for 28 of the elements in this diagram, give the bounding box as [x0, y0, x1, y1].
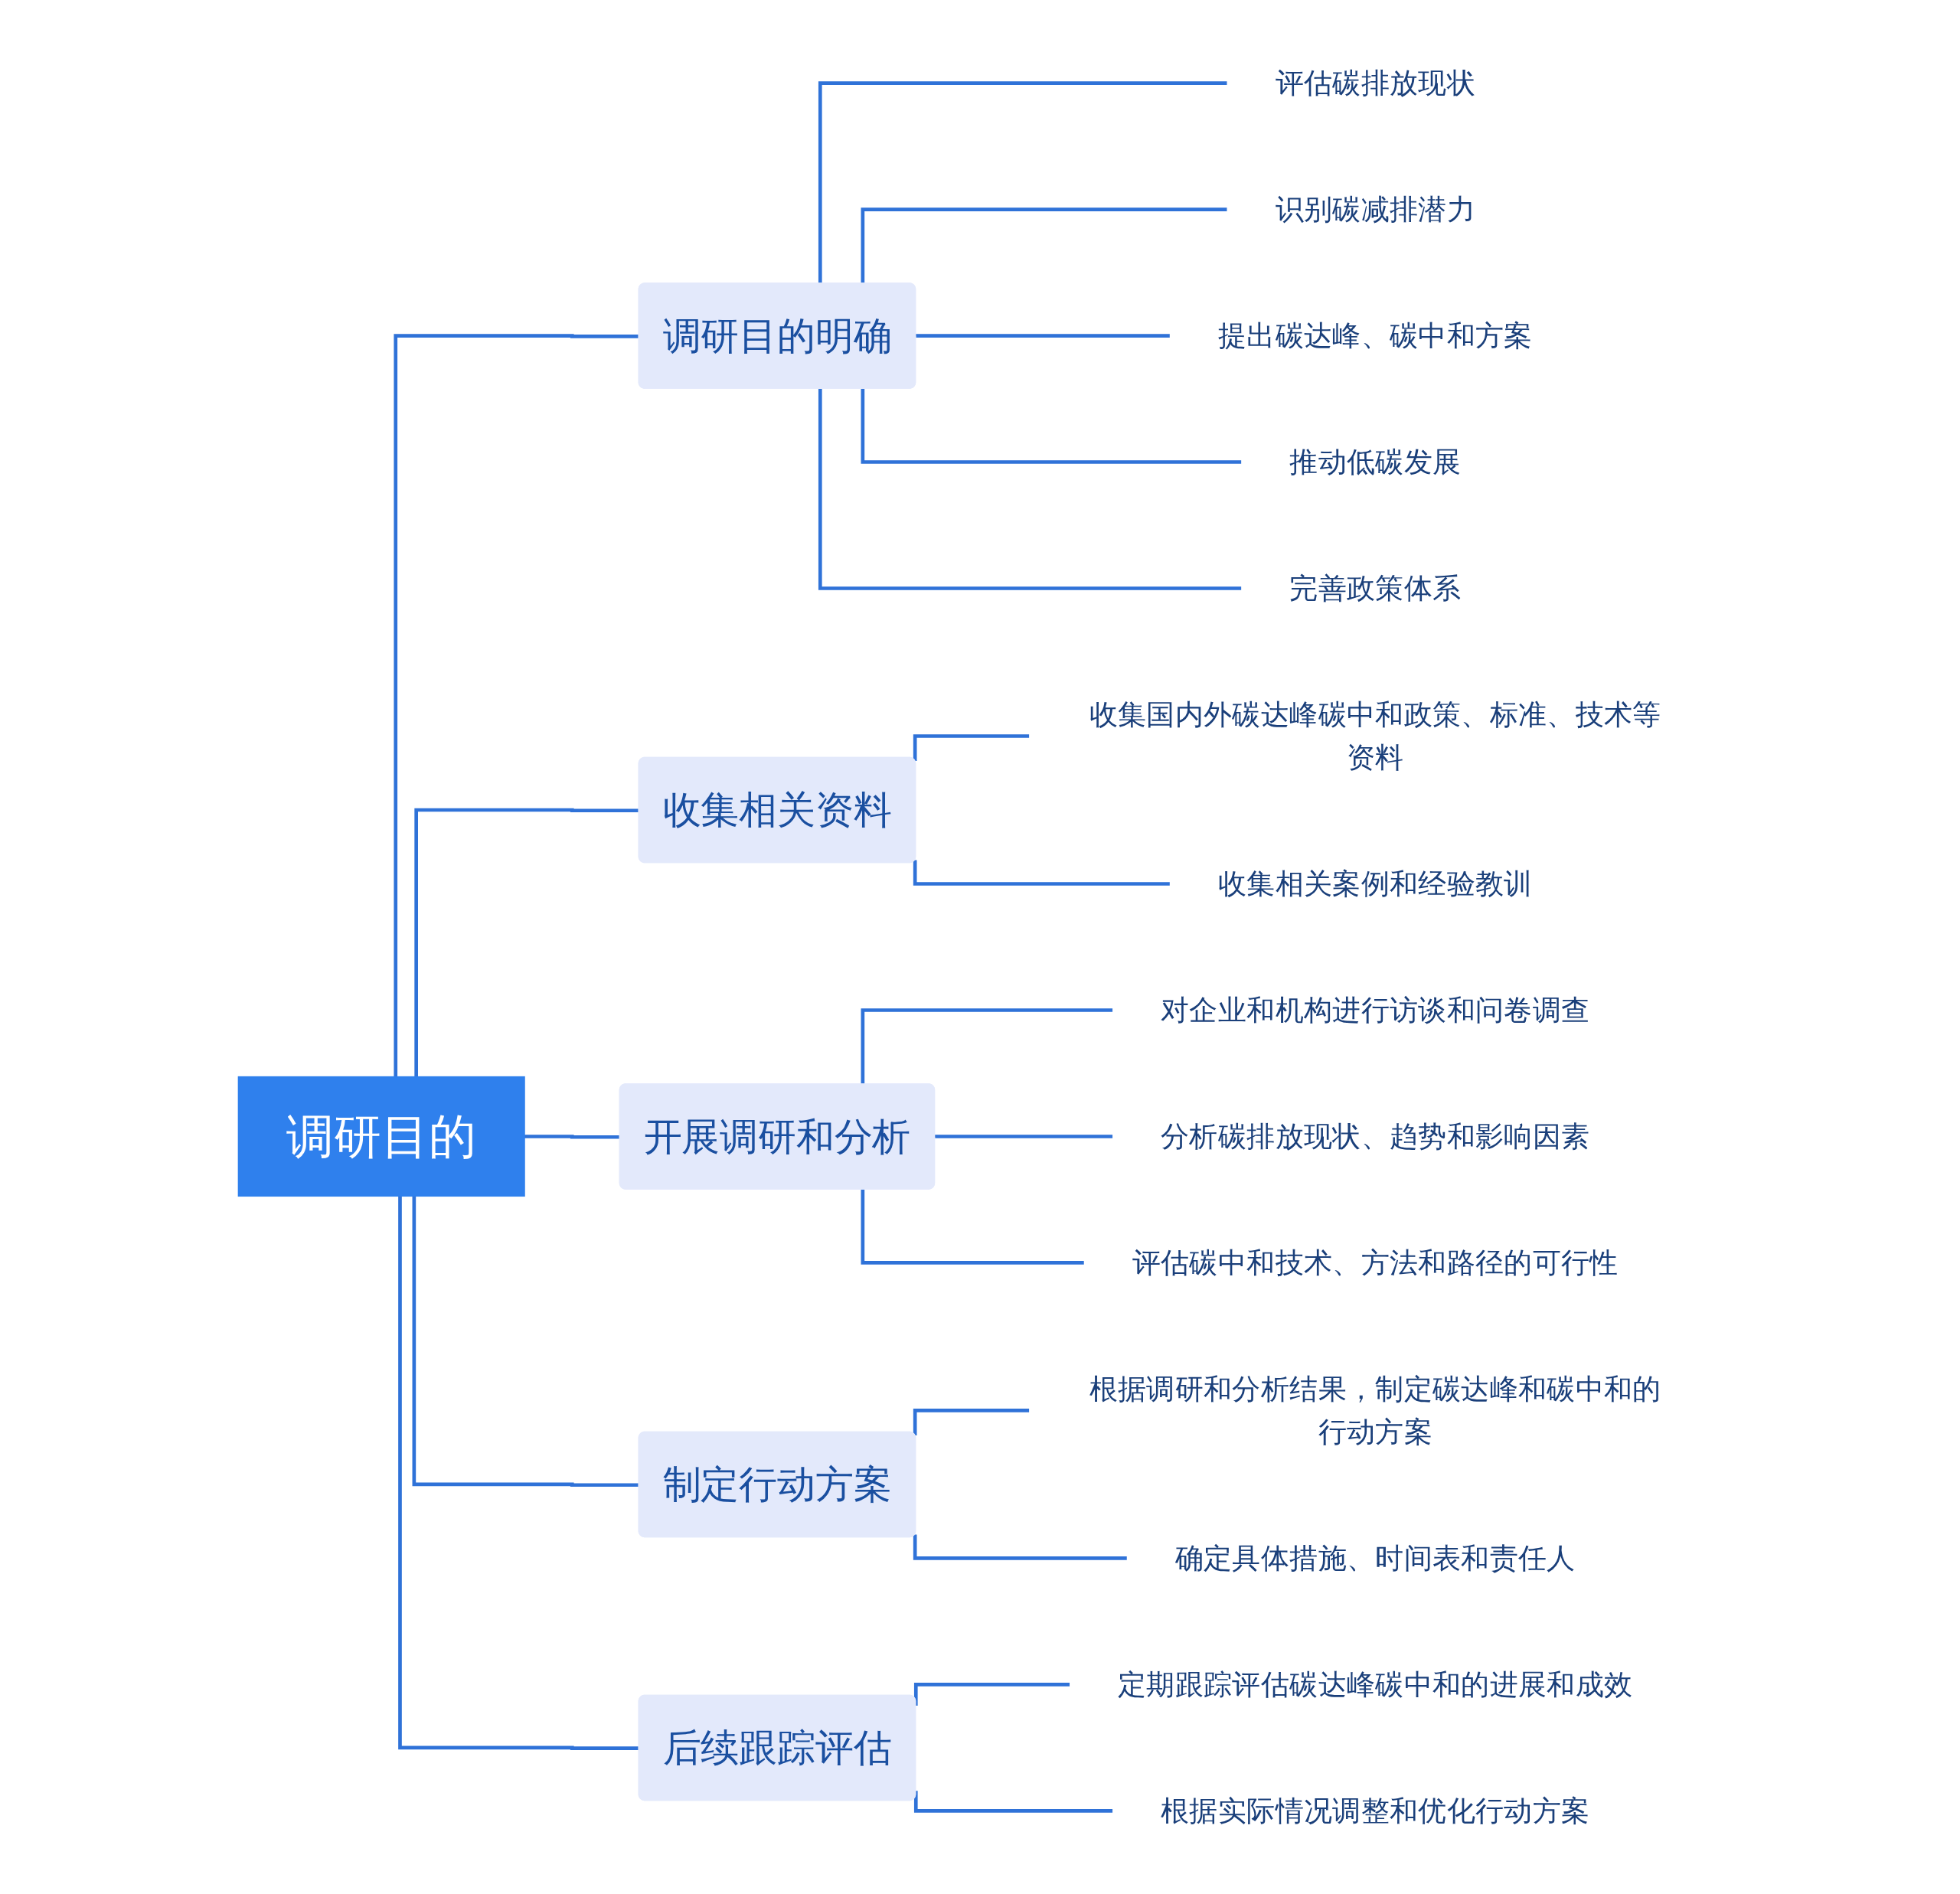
connector [914, 1683, 1071, 1706]
connector [818, 388, 1243, 590]
node-text: 对企业和机构进行访谈和问卷调查 [1161, 993, 1590, 1027]
node-text: 收集相关案例和经验教训 [1218, 867, 1534, 901]
node-text: 完善政策体系 [1289, 571, 1462, 606]
connector [913, 1409, 1031, 1436]
connector [523, 1135, 621, 1139]
node-text: 评估碳排放现状 [1275, 66, 1476, 100]
node-box: 调研目的 [238, 1076, 526, 1197]
node-text: 推动低碳发展 [1289, 445, 1462, 479]
node-text: 收集国内外碳达峰碳中和政策、标准、技术等资料 [1089, 697, 1662, 775]
node-text: 分析碳排放现状、趋势和影响因素 [1161, 1119, 1590, 1154]
connector [913, 860, 1171, 886]
connector [861, 388, 1243, 464]
connector [861, 1189, 1085, 1265]
connector [861, 1008, 1114, 1085]
node-text: 提出碳达峰、碳中和方案 [1218, 318, 1534, 353]
node-text: 识别碳减排潜力 [1275, 192, 1476, 227]
node-text: 根据调研和分析结果，制定碳达峰和碳中和的行动方案 [1089, 1372, 1662, 1449]
node-text: 根据实际情况调整和优化行动方案 [1161, 1794, 1590, 1828]
node-text: 定期跟踪评估碳达峰碳中和的进展和成效 [1118, 1667, 1633, 1702]
connector [818, 81, 1228, 284]
connector [913, 734, 1031, 762]
node-text: 确定具体措施、时间表和责任人 [1175, 1541, 1576, 1576]
connector [914, 1791, 1114, 1813]
connector [913, 1534, 1128, 1560]
node-text: 评估碳中和技术、方法和路径的可行性 [1132, 1246, 1619, 1280]
connector [861, 207, 1228, 284]
